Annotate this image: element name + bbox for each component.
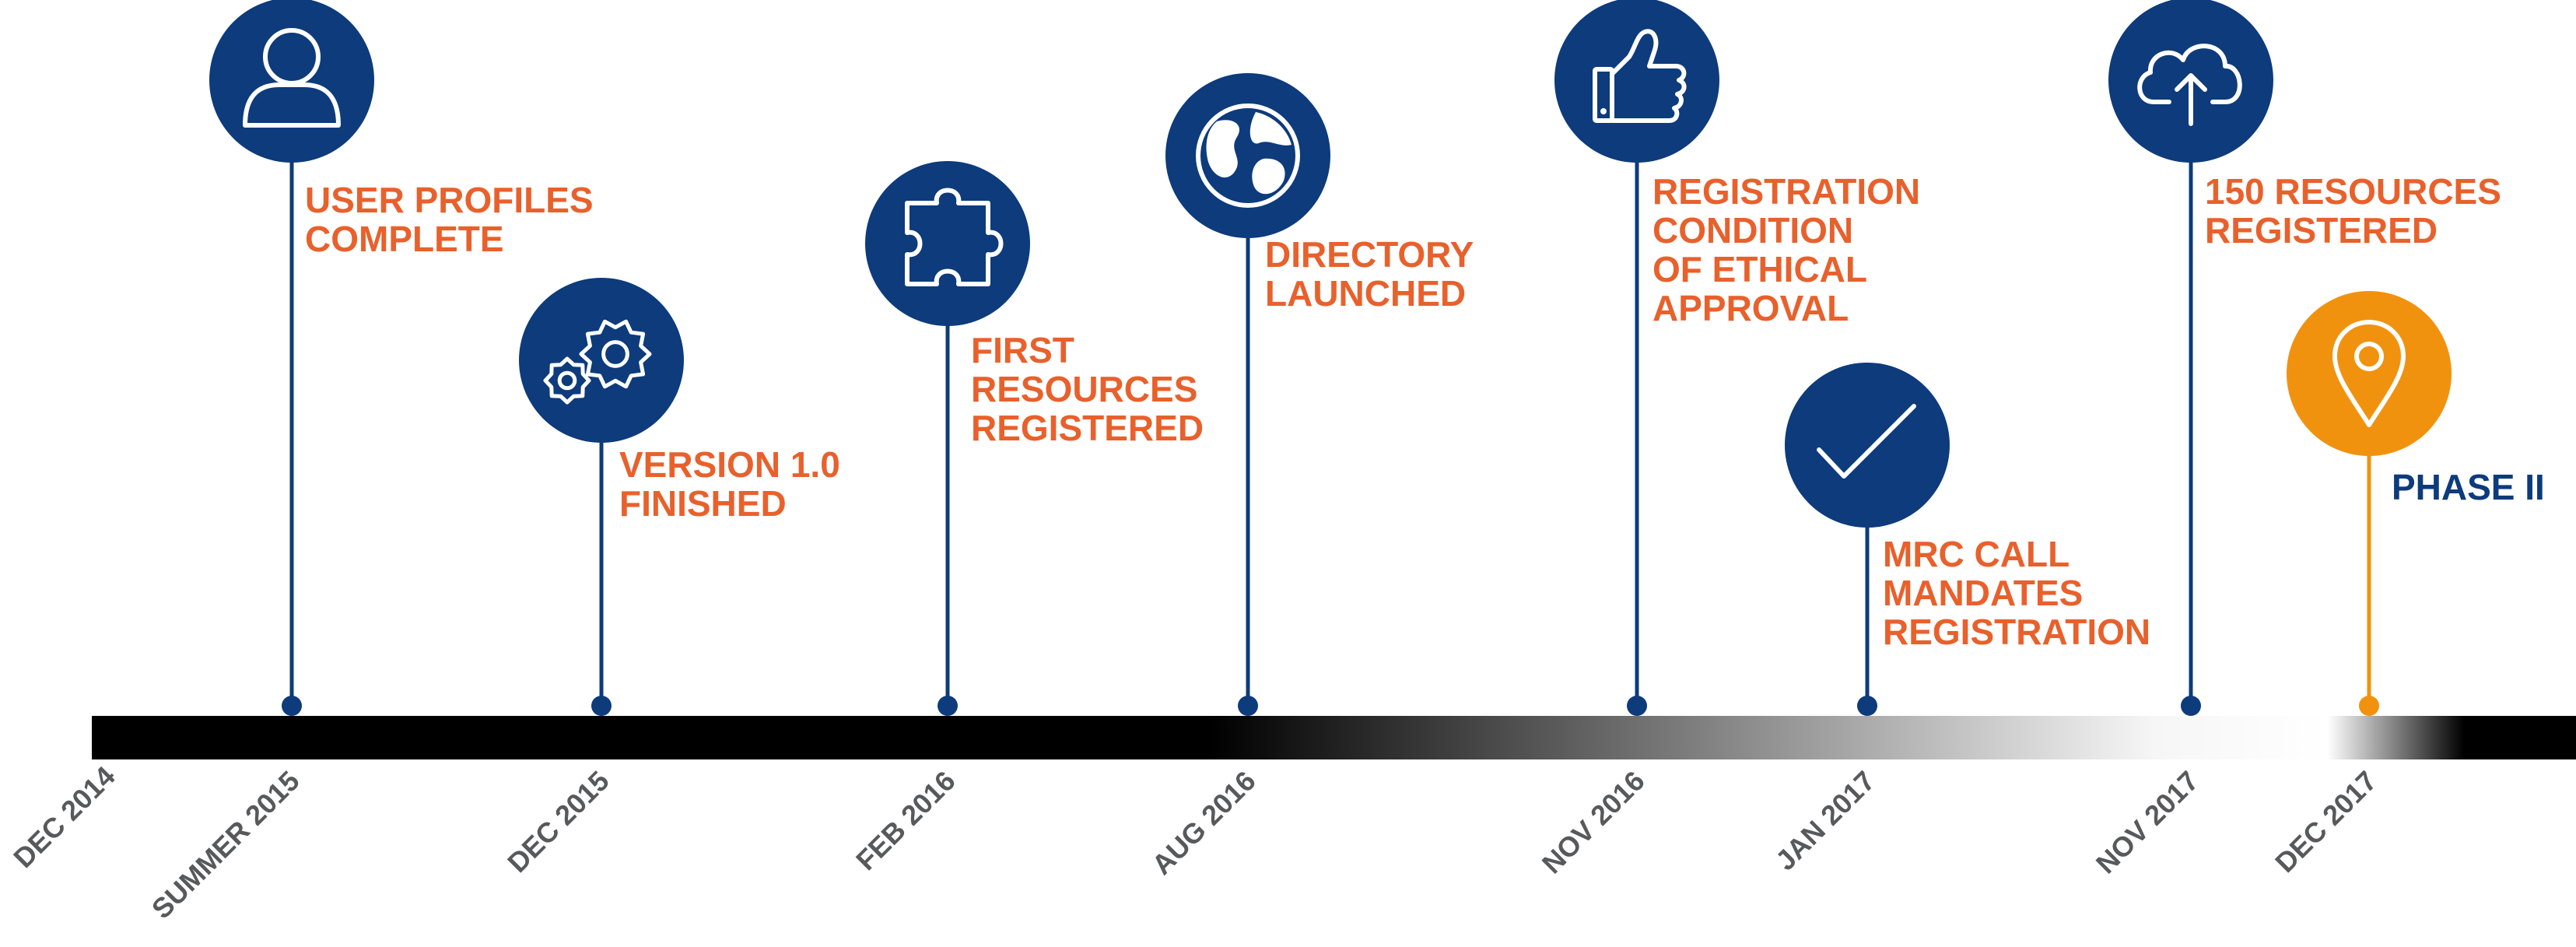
gear-large-hub [601, 340, 629, 368]
user-icon [243, 28, 341, 128]
milestone-badge [865, 161, 1030, 326]
milestone-phase-2: PHASE II DEC 2017 [2269, 291, 2545, 879]
milestone-label-line: USER PROFILES [305, 180, 594, 220]
gear-small [543, 356, 591, 405]
puzzle-icon [905, 188, 1004, 286]
pin-hole [2354, 342, 2384, 371]
thumb-hand [1610, 29, 1687, 123]
milestone-dot [2359, 696, 2379, 716]
milestone-badge [1165, 73, 1330, 238]
milestone-dot [282, 696, 302, 716]
milestone-label-line: REGISTERED [971, 408, 1204, 448]
milestone-label-line: REGISTRATION [1883, 612, 2150, 652]
milestone-label-line: FINISHED [619, 483, 787, 524]
checkmark-stroke [1817, 404, 1916, 479]
milestone-label-line: FIRST [971, 330, 1074, 370]
milestone-label-line: REGISTRATION [1652, 171, 1920, 212]
milestone-label-line: RESOURCES [971, 369, 1197, 409]
milestone-date: JAN 2017 [1769, 765, 1881, 877]
timeline-bar [92, 716, 2576, 759]
puzzle-piece [905, 188, 1004, 286]
thumbs-up-icon [1593, 29, 1687, 123]
milestone-label: PHASE II [2392, 467, 2545, 507]
cloud-upload-icon [2137, 44, 2242, 126]
globe-continent-south [1252, 158, 1285, 195]
thumb-cuff-dot [1600, 108, 1607, 114]
globe-continent-north [1249, 112, 1292, 146]
milestone-date: NOV 2016 [1536, 765, 1651, 880]
milestone-dot [2181, 696, 2201, 716]
milestone-date: NOV 2017 [2090, 765, 2205, 880]
gears-icon [543, 319, 652, 405]
milestone-label-line: MRC CALL [1883, 534, 2070, 574]
globe-outline [1196, 103, 1300, 208]
milestone-label-line: APPROVAL [1652, 288, 1849, 328]
milestone-date: DEC 2017 [2269, 765, 2382, 879]
milestone-date: DEC 2015 [501, 765, 615, 879]
milestone-label-line: DIRECTORY [1265, 234, 1474, 275]
milestone-badge [2287, 291, 2452, 456]
gear-large [579, 319, 652, 389]
gear-small-hub [557, 370, 577, 391]
milestone-label-line: REGISTERED [2205, 210, 2438, 251]
location-pin-icon [2332, 320, 2406, 427]
start-date-label: DEC 2014 [7, 760, 121, 874]
milestone-badge [519, 278, 684, 443]
milestone-dot [1627, 696, 1647, 716]
milestone-badge [1785, 363, 1950, 528]
milestone-label-line: 150 RESOURCES [2205, 171, 2501, 212]
checkmark-icon [1817, 404, 1916, 479]
milestone-dot [1238, 696, 1258, 716]
milestone-date: FEB 2016 [850, 765, 962, 877]
cloud-outline [2137, 44, 2242, 104]
pin-outline [2332, 320, 2406, 427]
milestone-label-line: CONDITION [1652, 210, 1853, 251]
milestone-date: SUMMER 2015 [145, 765, 306, 925]
milestone-label-line: OF ETHICAL [1652, 249, 1867, 289]
milestone-date: AUG 2016 [1145, 765, 1261, 881]
globe-continent-west [1206, 120, 1240, 178]
upload-arrow [2175, 73, 2207, 126]
milestone-dot [938, 696, 958, 716]
globe-icon [1196, 103, 1300, 208]
milestone-label-line: MANDATES [1883, 573, 2083, 613]
user-icon-body [243, 82, 341, 128]
milestone-label-line: PHASE II [2392, 467, 2545, 507]
milestone-dot [1857, 696, 1877, 716]
milestone-label-line: COMPLETE [305, 219, 504, 259]
milestone-dot [591, 696, 612, 716]
milestone-badge [1554, 0, 1719, 163]
milestone-label-line: VERSION 1.0 [619, 444, 840, 485]
milestone-label-line: LAUNCHED [1265, 273, 1466, 314]
